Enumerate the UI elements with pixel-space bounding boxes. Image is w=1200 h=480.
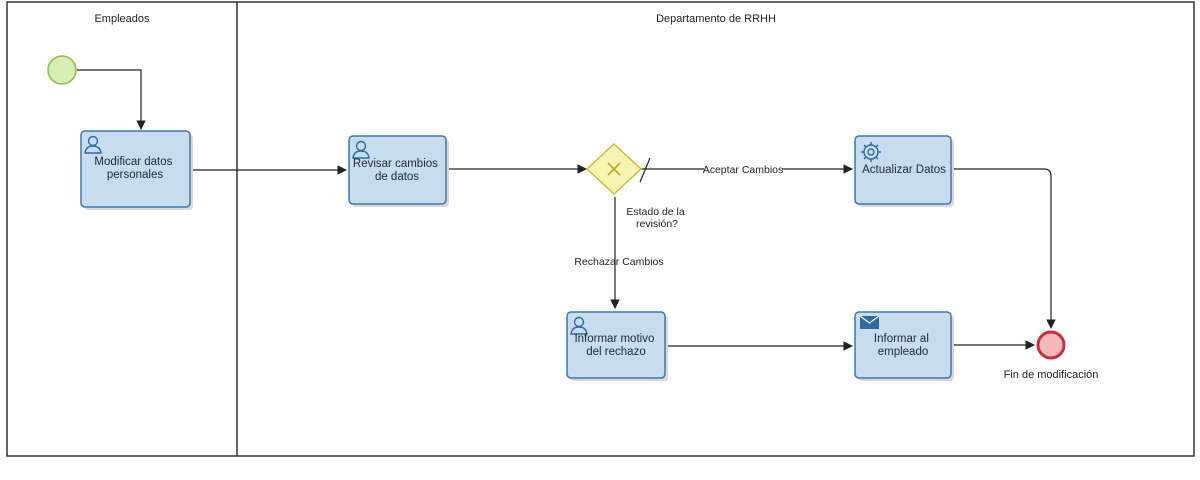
start-event[interactable] [47,55,77,85]
user-icon [84,135,102,154]
user-icon [352,140,370,159]
svg-text:Informar motivo del rech: Informar motivo del rechazo [574,333,657,358]
envelope-icon [859,315,880,329]
task-inform-reason-line1: Informar motivo [574,333,654,345]
lane-title-employees: Empleados [94,13,150,25]
task-update-data[interactable]: Actualizar Datos [854,135,954,207]
exclusive-gateway[interactable] [585,142,643,196]
task-update-label: Actualizar Datos [862,164,946,176]
gateway-question-line2: revisión? [636,218,678,230]
task-modify-line1: Modificar datos [94,156,172,168]
svg-text:Estado de la revisión?: Estado de la revisión? [626,206,687,230]
end-event[interactable] [1036,330,1066,360]
flow-update-to-end [954,168,1056,329]
x-mark-icon [607,162,621,176]
user-icon [570,316,588,335]
end-event-label: Fin de modificación [1004,369,1099,381]
svg-text:Modificar datos personal: Modificar datos personales [94,156,175,181]
flow-start-to-modify [77,69,146,130]
svg-text:Revisar cambios de datos: Revisar cambios de datos [353,158,441,183]
task-inform-employee[interactable]: Informar al empleado [854,311,954,381]
task-review-line2: de datos [375,171,419,183]
flow-label-accept: Aceptar Cambios [703,164,784,176]
flow-label-reject: Rechazar Cambios [574,256,663,268]
task-modify-data[interactable]: Modificar datos personales [80,130,193,210]
task-review-line1: Revisar cambios [353,158,438,170]
lane-title-hr: Departamento de RRHH [656,13,776,25]
task-inform-employee-line1: Informar al [874,333,929,345]
task-inform-reason[interactable]: Informar motivo del rechazo [566,311,668,381]
accept-label-bg [704,162,782,176]
task-modify-line2: personales [107,169,164,181]
gear-icon [861,142,881,162]
svg-text:Informar al empleado: Informar al empleado [874,333,932,358]
default-flow-marker [639,157,651,183]
task-review-changes[interactable]: Revisar cambios de datos [348,135,449,207]
pool-border [6,1,1195,457]
task-inform-reason-line2: del rechazo [586,346,645,358]
gateway-question-line1: Estado de la [626,206,685,218]
task-inform-employee-line2: empleado [878,346,929,358]
